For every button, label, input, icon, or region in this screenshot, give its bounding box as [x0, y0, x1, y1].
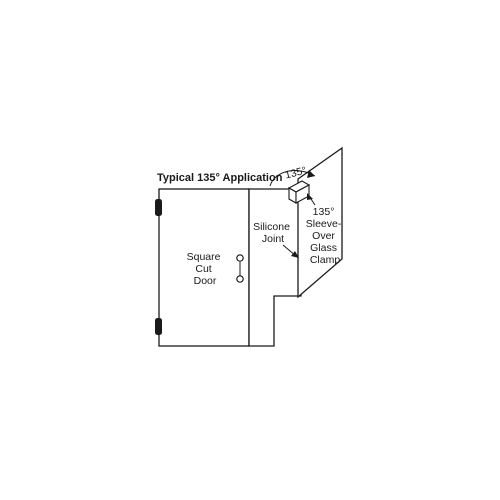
angle-arrow-icon: [307, 170, 315, 178]
joint-arrow-icon: [291, 251, 299, 258]
door-handle-icon: [236, 254, 244, 283]
door-label: Square Cut Door: [187, 251, 224, 287]
joint-label: Silicone Joint: [253, 221, 293, 245]
clamp-label: 135° Sleeve- Over Glass Clamp: [306, 206, 345, 266]
door-panel: [158, 188, 250, 347]
fixed-panel: [248, 188, 302, 347]
clamp-arrow-icon: [307, 193, 313, 200]
top-hinge-icon: [155, 199, 162, 216]
diagram-title: Typical 135° Application: [157, 172, 283, 184]
bottom-hinge-icon: [155, 318, 162, 335]
angle-label: 135°: [284, 165, 308, 182]
